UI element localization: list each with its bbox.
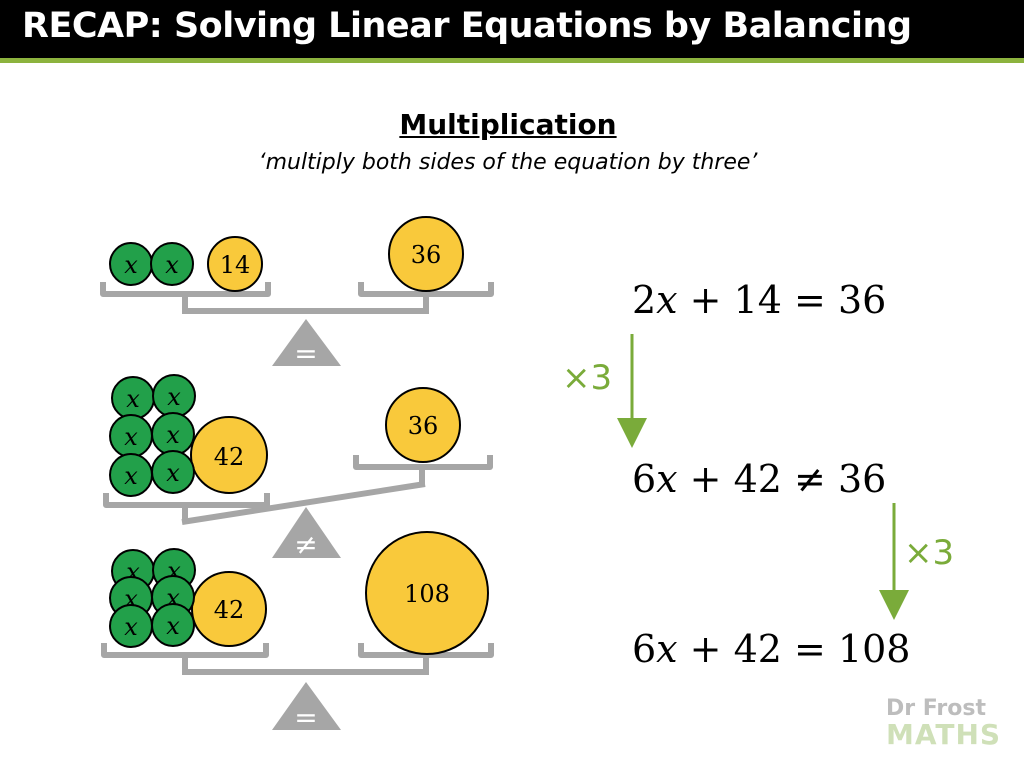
x-ball-label: 𝑥 — [166, 421, 180, 449]
scale-2-fulcrum — [272, 507, 341, 558]
x-ball-label: 𝑥 — [124, 423, 138, 451]
slide-title: RECAP: Solving Linear Equations by Balan… — [22, 6, 912, 46]
constant-ball — [190, 416, 268, 494]
x-ball-label: 𝑥 — [165, 251, 179, 279]
scale-3: = 42 𝑥 𝑥 𝑥 𝑥 𝑥 𝑥 108 — [101, 531, 494, 734]
constant-ball-label: 42 — [214, 596, 245, 624]
brand-logo-line1: Dr Frost — [886, 696, 986, 721]
x-ball-label: 𝑥 — [167, 383, 181, 411]
constant-ball-label: 108 — [404, 580, 450, 608]
scale-3-relation: = — [294, 701, 317, 734]
scale-2-relation: ≠ — [294, 528, 317, 561]
equation-1: 2𝑥 + 14 = 36 — [632, 278, 887, 322]
scale-2: ≠ 42 𝑥 𝑥 𝑥 𝑥 𝑥 𝑥 36 — [103, 374, 493, 561]
constant-ball — [385, 387, 461, 463]
section-heading: Multiplication — [399, 108, 617, 141]
constant-ball — [365, 531, 489, 655]
x-ball — [151, 603, 195, 647]
section-subheading: ‘multiply both sides of the equation by … — [258, 150, 758, 175]
x-ball — [150, 242, 194, 286]
constant-ball-label: 36 — [408, 412, 439, 440]
x-ball-label: 𝑥 — [126, 385, 140, 413]
title-bar: RECAP: Solving Linear Equations by Balan… — [0, 0, 1024, 58]
constant-ball-label: 36 — [411, 241, 442, 269]
equation-2: 6𝑥 + 42 ≠ 36 — [632, 457, 887, 501]
constant-ball — [207, 236, 263, 292]
scale-2-beam — [181, 481, 426, 525]
x-ball-label: 𝑥 — [124, 613, 138, 641]
operation-label-1: ×3 — [562, 358, 613, 398]
scale-1-relation: = — [294, 337, 317, 370]
equation-3: 6𝑥 + 42 = 108 — [632, 627, 911, 671]
constant-ball — [388, 216, 464, 292]
operation-label-2: ×3 — [904, 533, 955, 573]
x-ball-label: 𝑥 — [166, 612, 180, 640]
x-ball-label: 𝑥 — [124, 462, 138, 490]
constant-ball-label: 42 — [214, 443, 245, 471]
constant-ball — [191, 571, 267, 647]
brand-logo-line2: MATHS — [886, 718, 1002, 751]
title-underline — [0, 58, 1024, 63]
x-ball — [151, 450, 195, 494]
x-ball-label: 𝑥 — [166, 459, 180, 487]
scale-1: = 𝑥 𝑥 14 36 — [100, 216, 494, 370]
x-ball-label: 𝑥 — [124, 251, 138, 279]
scale-1-fulcrum — [272, 319, 341, 366]
scale-3-fulcrum — [272, 682, 341, 730]
constant-ball-label: 14 — [220, 251, 251, 279]
